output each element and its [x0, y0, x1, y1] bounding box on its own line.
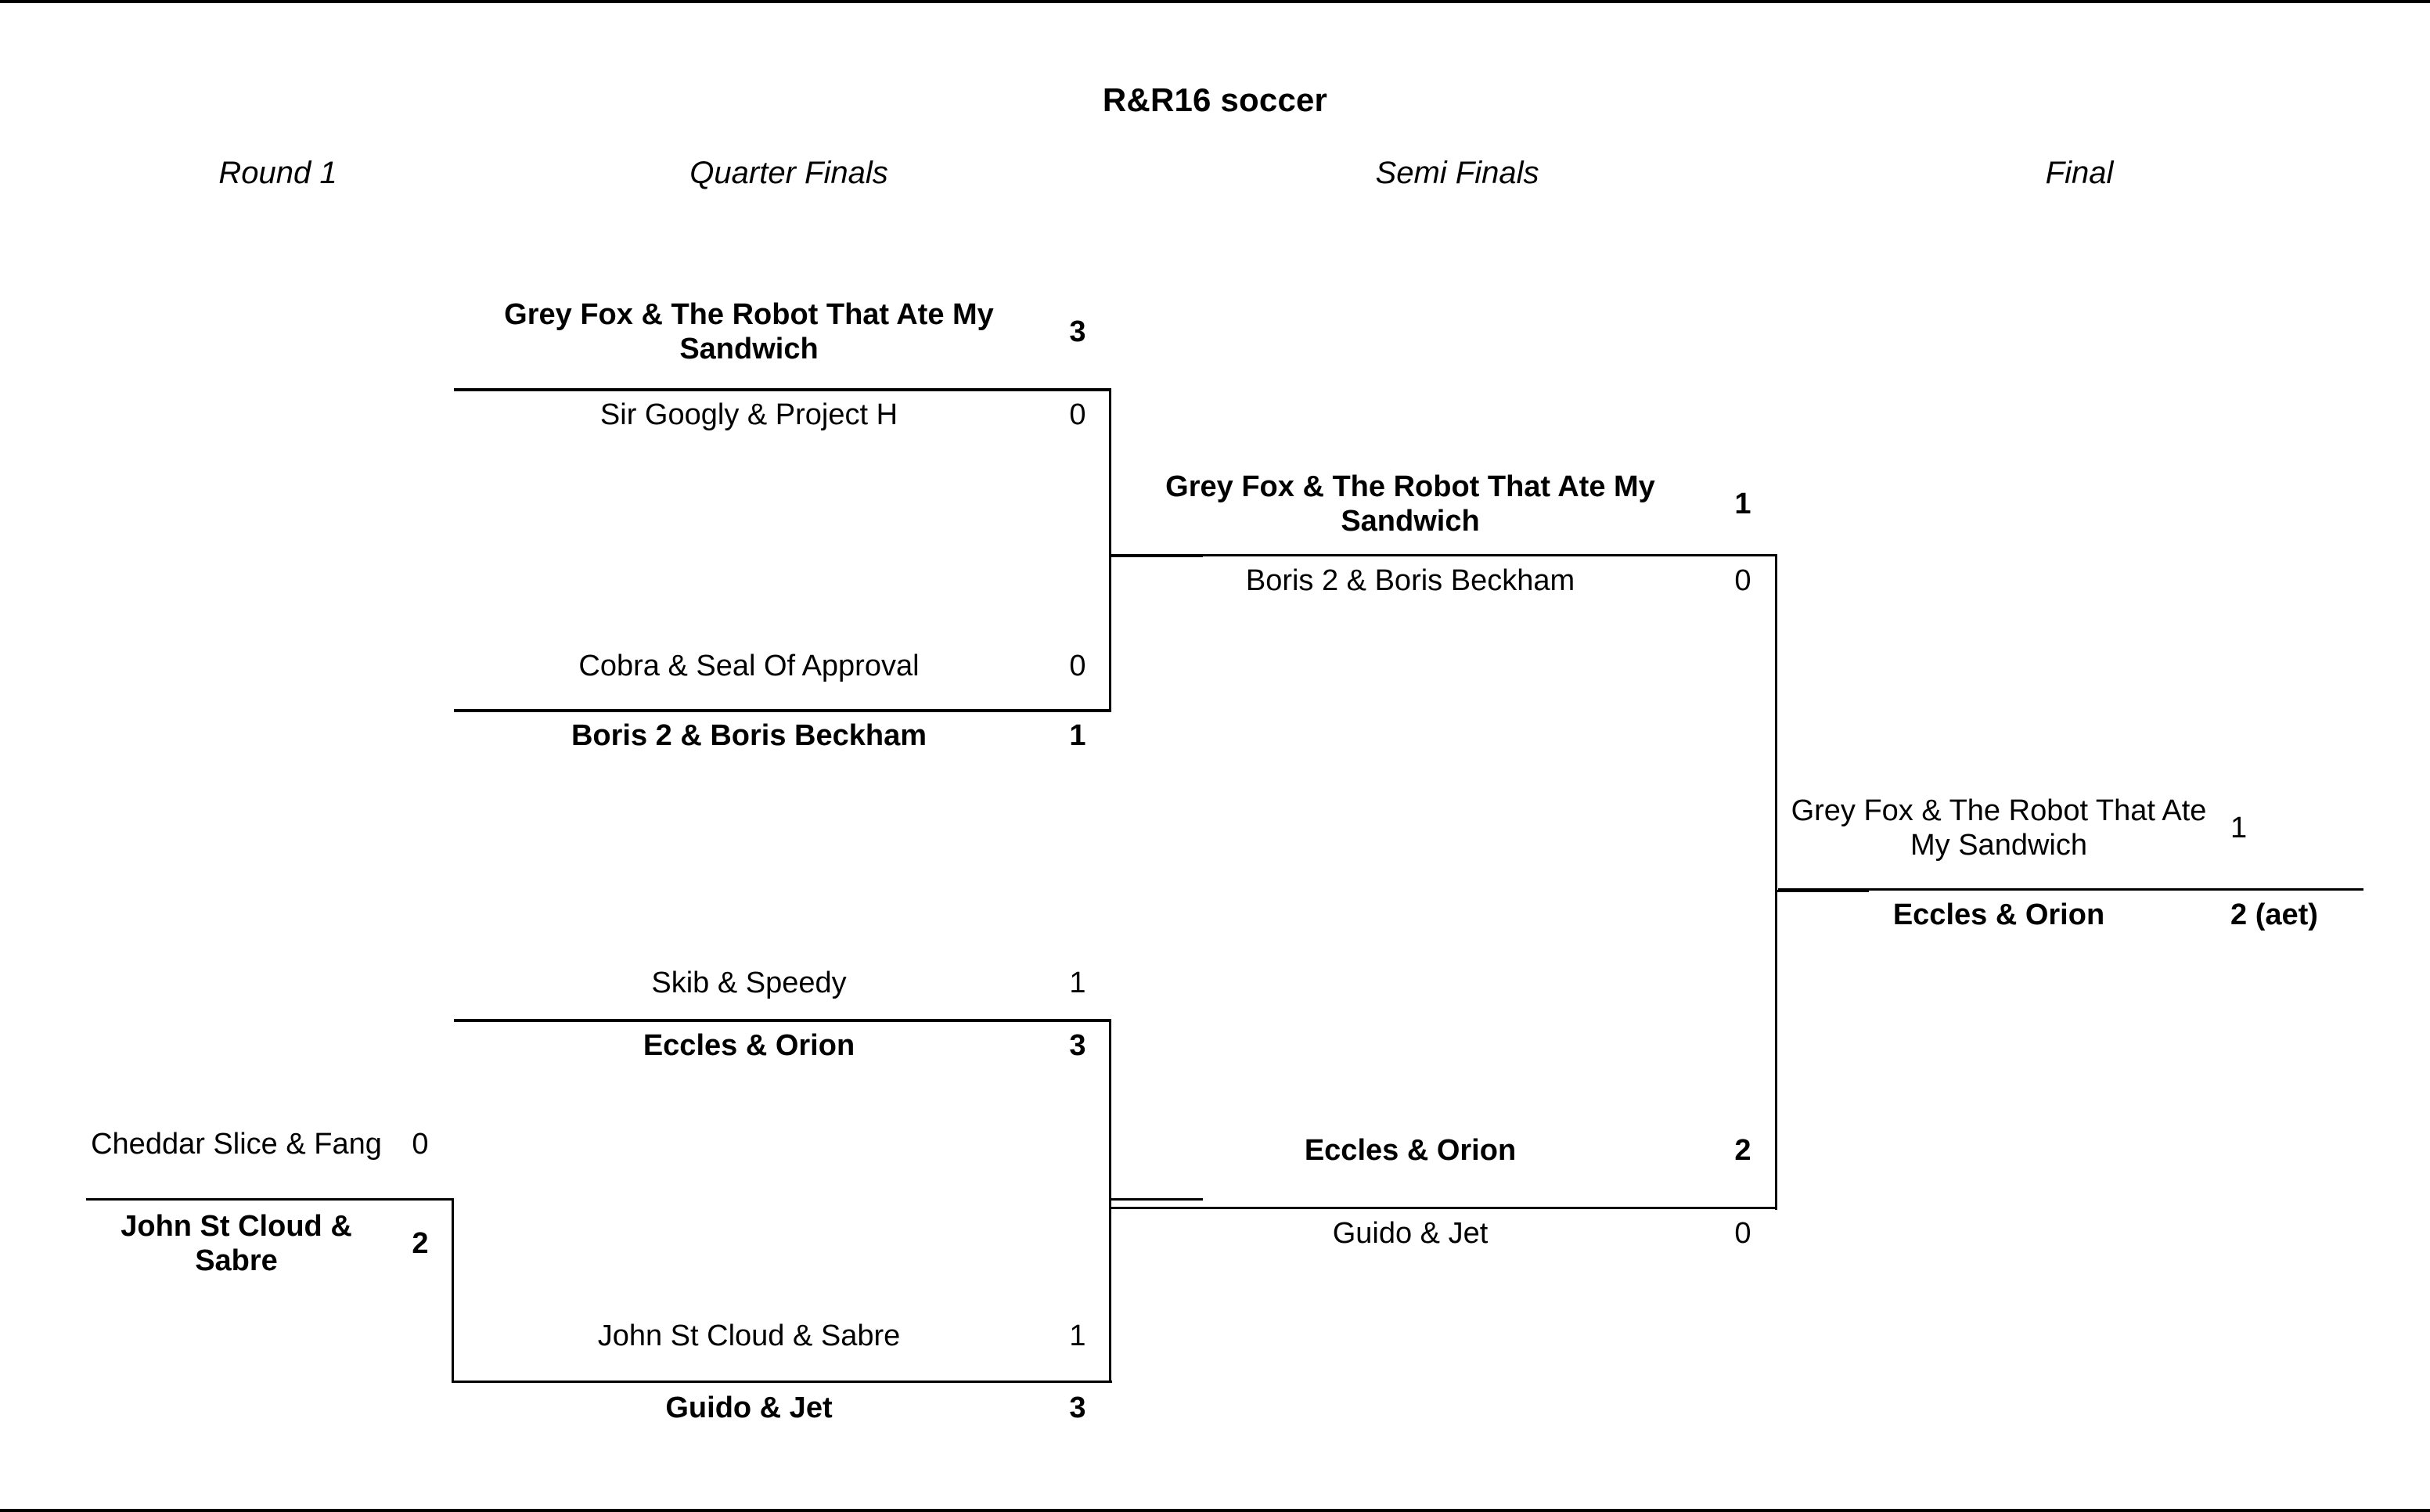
bracket-feed-sf2 — [1109, 1198, 1203, 1201]
bracket-rule-sf2 — [1111, 1207, 1777, 1209]
bracket-rule-qf1 — [454, 388, 1111, 391]
team-score: 0 — [412, 1128, 429, 1161]
match-slot-r1-bottom[interactable]: John St Cloud & Sabre 2 — [86, 1201, 454, 1287]
match-slot-r1-top[interactable]: Cheddar Slice & Fang 0 — [86, 1102, 454, 1188]
team-name: Grey Fox & The Robot That Ate My Sandwic… — [504, 298, 994, 365]
team-name: John St Cloud & Sabre — [597, 1319, 901, 1353]
match-slot-final-bottom[interactable]: Eccles & Orion 2 (aet) — [1778, 891, 2363, 940]
match-slot-qf2-top[interactable]: Cobra & Seal Of Approval 0 — [454, 643, 1111, 691]
team-name: Guido & Jet — [1332, 1217, 1489, 1251]
team-name: Grey Fox & The Robot That Ate My Sandwic… — [1165, 470, 1655, 538]
team-name: John St Cloud & Sabre — [121, 1210, 352, 1277]
bracket-rule-final — [1778, 888, 2363, 891]
bracket-feed-final — [1775, 890, 1869, 892]
round-header-final: Final — [2045, 156, 2114, 190]
match-slot-qf3-top[interactable]: Skib & Speedy 1 — [454, 959, 1111, 1008]
match-slot-final-top[interactable]: Grey Fox & The Robot That Ate My Sandwic… — [1778, 786, 2363, 872]
match-slot-qf3-bottom[interactable]: Eccles & Orion 3 — [454, 1022, 1111, 1071]
bracket-feed-qf4 — [452, 1381, 1112, 1383]
team-name: Skib & Speedy — [651, 967, 847, 1000]
match-slot-sf2-top[interactable]: Eccles & Orion 2 — [1111, 1127, 1777, 1175]
bracket-connector-qf-to-sf1 — [1109, 388, 1111, 712]
round-header-round-1: Round 1 — [218, 156, 337, 190]
match-slot-sf2-bottom[interactable]: Guido & Jet 0 — [1111, 1210, 1777, 1258]
bracket-connector-r1-to-qf4 — [452, 1198, 454, 1383]
team-score: 2 — [412, 1227, 429, 1261]
team-name: Boris 2 & Boris Beckham — [1245, 564, 1575, 598]
team-score: 3 — [1069, 1391, 1086, 1425]
team-score: 1 — [1069, 1319, 1086, 1353]
match-slot-qf1-top[interactable]: Grey Fox & The Robot That Ate My Sandwic… — [454, 290, 1111, 376]
team-name: Eccles & Orion — [1304, 1134, 1517, 1168]
team-name: Guido & Jet — [665, 1391, 833, 1425]
team-name: Eccles & Orion — [643, 1029, 855, 1063]
match-slot-qf2-bottom[interactable]: Boris 2 & Boris Beckham 1 — [454, 712, 1111, 761]
team-score: 0 — [1069, 650, 1086, 683]
bracket-rule-r1 — [86, 1198, 454, 1201]
bracket-rule-sf1 — [1111, 554, 1777, 556]
team-score: 1 — [1069, 967, 1086, 1000]
team-name: Cobra & Seal Of Approval — [578, 650, 920, 683]
team-name: Sir Googly & Project H — [599, 398, 898, 432]
team-score: 0 — [1069, 398, 1086, 432]
bracket-connector-sf-to-final — [1775, 554, 1777, 1210]
team-score: 2 — [1734, 1134, 1751, 1168]
team-score: 1 — [2230, 812, 2248, 845]
team-score: 0 — [1734, 564, 1751, 598]
team-name: Boris 2 & Boris Beckham — [571, 719, 927, 753]
team-score: 0 — [1734, 1217, 1751, 1251]
match-slot-sf1-bottom[interactable]: Boris 2 & Boris Beckham 0 — [1111, 557, 1777, 606]
round-header-quarter-finals: Quarter Finals — [689, 156, 888, 190]
team-score: 3 — [1069, 1029, 1086, 1063]
team-name: Cheddar Slice & Fang — [91, 1128, 382, 1161]
page-title: R&R16 soccer — [1102, 81, 1328, 118]
team-score: 3 — [1069, 315, 1086, 349]
team-name: Eccles & Orion — [1892, 898, 2105, 932]
team-score: 2 (aet) — [2230, 898, 2318, 932]
match-slot-qf4-top[interactable]: John St Cloud & Sabre 1 — [454, 1312, 1111, 1361]
bracket-rule-qf3 — [454, 1019, 1111, 1022]
match-slot-qf4-bottom[interactable]: Guido & Jet 3 — [454, 1384, 1111, 1433]
team-score: 1 — [1734, 488, 1751, 521]
round-header-semi-finals: Semi Finals — [1375, 156, 1539, 190]
team-name: Grey Fox & The Robot That Ate My Sandwic… — [1791, 794, 2207, 862]
team-score: 1 — [1069, 719, 1086, 753]
match-slot-qf1-bottom[interactable]: Sir Googly & Project H 0 — [454, 391, 1111, 440]
bracket-connector-qf-to-sf2 — [1109, 1019, 1111, 1382]
bracket-rule-qf2 — [454, 709, 1111, 712]
match-slot-sf1-top[interactable]: Grey Fox & The Robot That Ate My Sandwic… — [1111, 462, 1777, 548]
